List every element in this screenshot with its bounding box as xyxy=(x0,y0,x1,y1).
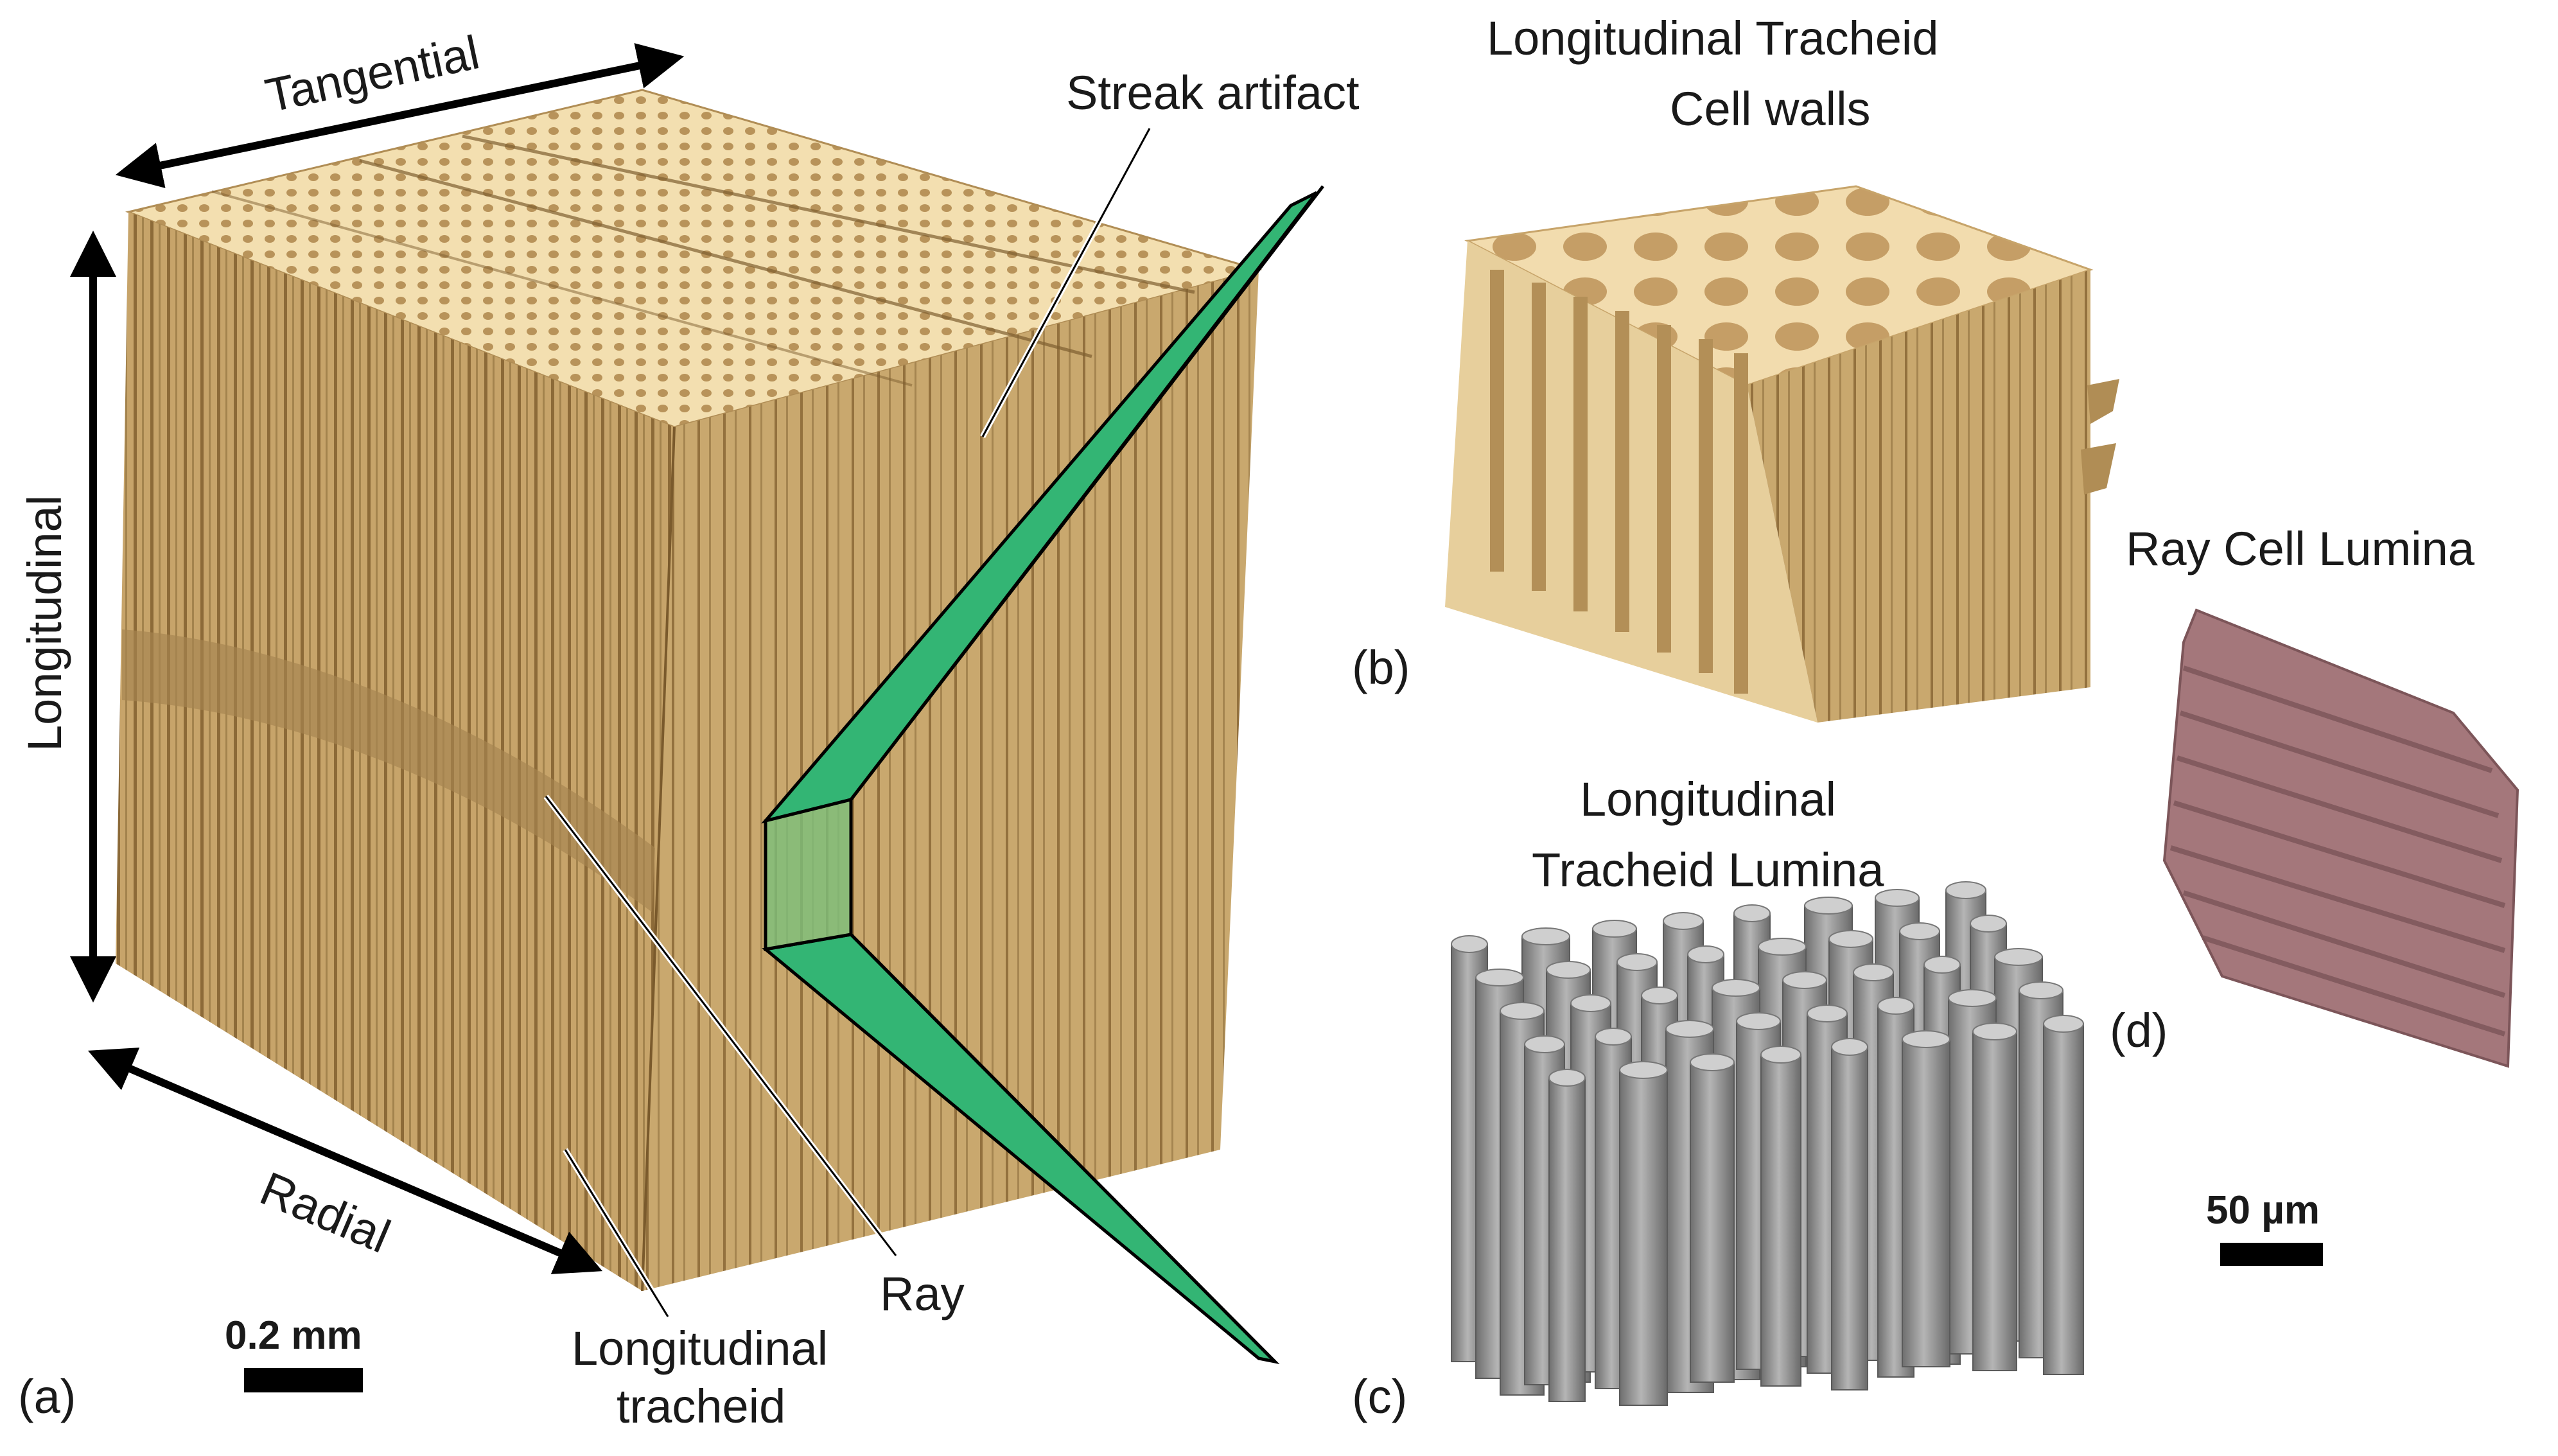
lumen-cylinder-top xyxy=(1736,1012,1781,1030)
lumen-cylinder-top xyxy=(1616,953,1658,971)
panel-b-title-line1: Longitudinal Tracheid xyxy=(1487,12,1939,65)
scale-bar-d xyxy=(2220,1243,2323,1266)
lumen-cylinder-top xyxy=(1548,1069,1586,1087)
panel-b-title-line2: Cell walls xyxy=(1670,82,1871,136)
tracheid-label-line1: Longitudinal xyxy=(572,1322,828,1375)
lumen-cylinder-top xyxy=(1690,1053,1735,1071)
lumen-cylinder-top xyxy=(1592,920,1637,938)
lumen-cylinder-top xyxy=(1641,987,1678,1004)
lumen-cylinder xyxy=(1902,1039,1950,1367)
lumen-cylinder xyxy=(1690,1062,1735,1383)
lumen-cylinder-top xyxy=(1663,912,1704,930)
radial-arrow xyxy=(87,1048,603,1274)
scale-bar-a xyxy=(244,1368,363,1392)
lumen-cylinder-top xyxy=(1760,1046,1801,1064)
lumen-cylinder xyxy=(1760,1054,1801,1387)
wood-block xyxy=(116,89,1263,1292)
lumen-cylinder-top xyxy=(1619,1061,1668,1079)
longitudinal-label: Longitudinal xyxy=(18,495,71,751)
lumen-cylinder-top xyxy=(1804,897,1853,915)
lumen-cylinder-top xyxy=(1500,1002,1545,1020)
lumen-cylinder-top xyxy=(1807,1004,1848,1022)
lumen-cylinder-top xyxy=(1972,1022,2017,1040)
lumen-cylinder-top xyxy=(1899,922,1940,940)
lumen-cylinder-top xyxy=(1831,1038,1868,1056)
panel-b-letter: (b) xyxy=(1352,641,1410,694)
lumen-cylinder-top xyxy=(1521,927,1570,945)
lumen-cylinder-top xyxy=(1595,1028,1632,1046)
panel-c-letter: (c) xyxy=(1352,1370,1407,1423)
lumen-cylinder xyxy=(2043,1023,2084,1375)
lumen-cylinder-top xyxy=(1994,948,2043,966)
ray-cell-lumina xyxy=(2162,608,2519,1068)
block-right-face xyxy=(642,270,1259,1291)
lumen-cylinder-top xyxy=(1475,969,1524,987)
scale-bar-a-label: 0.2 mm xyxy=(225,1313,362,1358)
tracheid-label-line2: tracheid xyxy=(617,1380,785,1433)
lumen-cylinder-top xyxy=(1758,938,1807,956)
lumen-cylinder-top xyxy=(1712,979,1760,997)
lumen-cylinder-top xyxy=(1687,945,1724,963)
lumen-cylinder xyxy=(1548,1077,1586,1402)
ray-zoom-box xyxy=(764,797,853,951)
lumen-cylinder-top xyxy=(2043,1015,2084,1033)
panel-c-title-line1: Longitudinal xyxy=(1580,773,1836,826)
lumen-cylinder xyxy=(1972,1031,2017,1371)
lumen-cylinder-top xyxy=(1665,1020,1714,1038)
ray-band xyxy=(122,629,655,912)
lumen-cylinder-top xyxy=(1546,961,1591,979)
lumen-cylinder-top xyxy=(1877,997,1914,1015)
ray-zoom-highlight xyxy=(761,185,1324,1365)
tangential-arrow xyxy=(115,43,685,188)
lumen-cylinder-top xyxy=(1923,956,1961,974)
lumen-cylinder-top xyxy=(1570,994,1611,1012)
panel-a-letter: (a) xyxy=(18,1370,76,1423)
ray-label: Ray xyxy=(880,1267,965,1320)
lumen-cylinder-top xyxy=(1524,1035,1565,1053)
lumen-cylinder-top xyxy=(1828,930,1873,948)
lumen-cylinder-top xyxy=(1451,935,1488,953)
lumen-cylinder-top xyxy=(1853,963,1894,981)
lumen-cylinder xyxy=(1831,1046,1868,1390)
cell-walls-block xyxy=(1445,185,2119,723)
panel-d-letter: (d) xyxy=(2110,1004,2168,1057)
panel-d-title: Ray Cell Lumina xyxy=(2126,522,2475,575)
panel-c-title-line2: Tracheid Lumina xyxy=(1532,843,1884,897)
lumen-cylinder-top xyxy=(1902,1030,1950,1048)
lumen-cylinder xyxy=(1619,1069,1668,1406)
tracheid-lumina-bundle xyxy=(1451,881,2084,1406)
lumen-cylinder-top xyxy=(1733,904,1771,922)
lumen-cylinder-top xyxy=(1945,881,1986,899)
streak-artifact-label: Streak artifact xyxy=(1066,66,1360,119)
lumen-cylinder-top xyxy=(1970,915,2007,933)
scale-bar-d-label: 50 µm xyxy=(2206,1188,2320,1232)
lumen-cylinder-top xyxy=(1948,989,1997,1007)
lumen-cylinder-top xyxy=(1782,971,1827,989)
lumen-cylinder-top xyxy=(1875,889,1920,907)
lumen-cylinder-top xyxy=(2019,981,2063,999)
